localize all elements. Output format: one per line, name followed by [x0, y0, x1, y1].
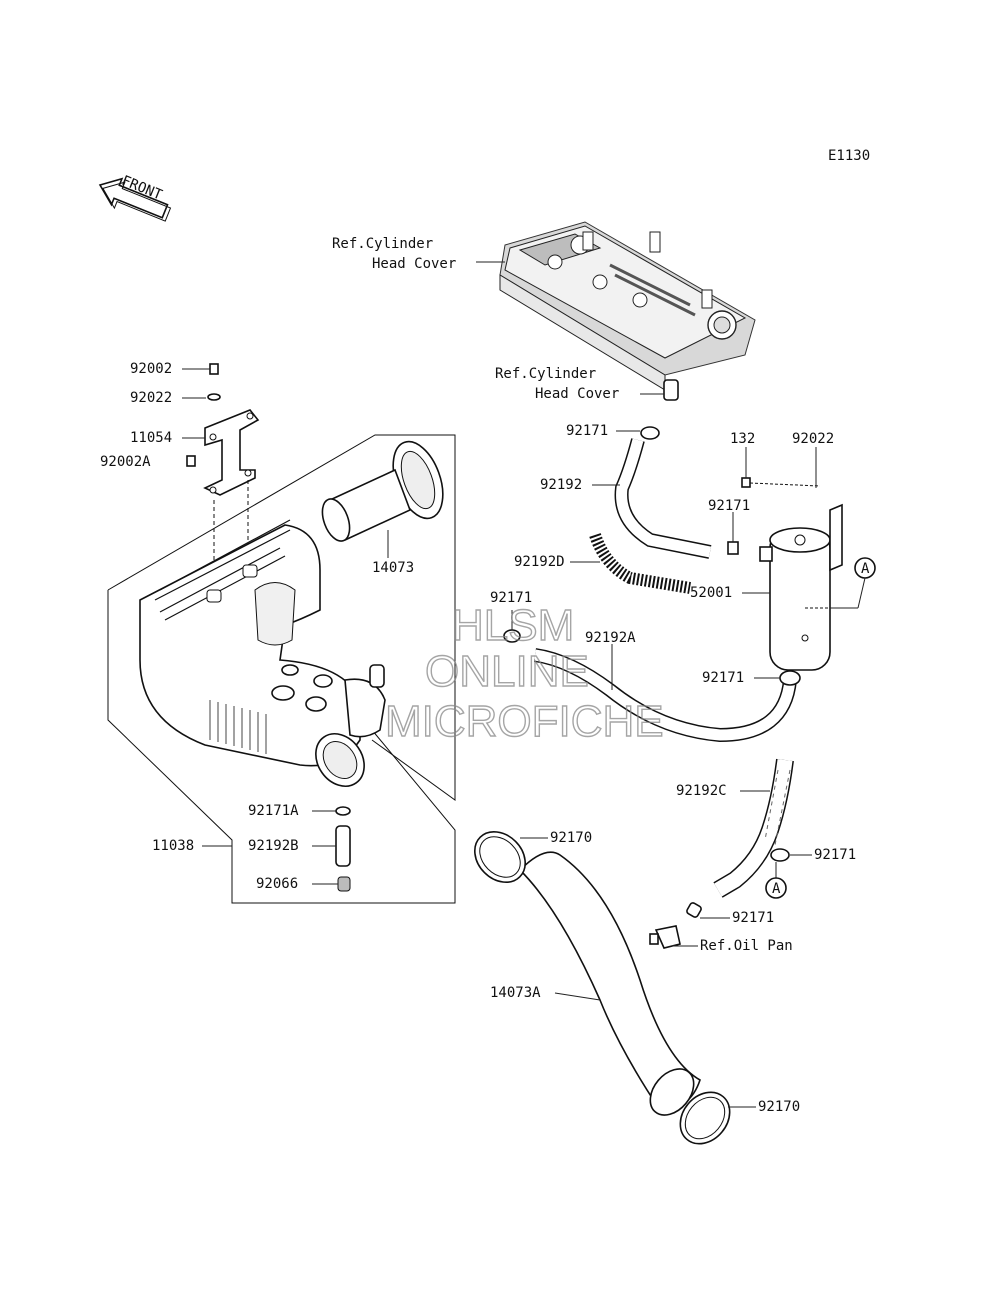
watermark-line-1: HLSM — [452, 601, 574, 650]
hose-92192 — [614, 438, 712, 559]
pn-52001: 52001 — [690, 585, 732, 601]
pn-11054: 11054 — [130, 430, 172, 446]
ref-cyl-head-2-line1: Ref.Cylinder — [495, 366, 596, 382]
hose-92192D — [589, 532, 691, 594]
hose-92192A — [533, 648, 797, 743]
clamp-92171-right — [779, 670, 801, 686]
pn-92192D: 92192D — [514, 554, 565, 570]
watermark-line-3: MICROFICHE — [385, 697, 664, 746]
assembly-box — [107, 434, 456, 904]
pn-92171-bottom: 92171 — [732, 910, 774, 926]
pn-92192C: 92192C — [676, 783, 727, 799]
cylinder-head-cover — [499, 221, 756, 391]
front-arrow-icon — [98, 177, 172, 222]
pn-92170-top: 92170 — [550, 830, 592, 846]
bolt-92002 — [209, 363, 219, 375]
pn-92022-right: 92022 — [792, 431, 834, 447]
hose-92192B — [335, 825, 351, 867]
pn-92002: 92002 — [130, 361, 172, 377]
pn-132: 132 — [730, 431, 755, 447]
clamp-92171-lower — [770, 848, 790, 862]
clamp-92171A — [335, 806, 351, 816]
pn-92171-top: 92171 — [566, 423, 608, 439]
bolt-92002A — [186, 455, 196, 467]
clamp-92170-bottom — [679, 1091, 731, 1145]
pn-92022-left: 92022 — [130, 390, 172, 406]
ref-cyl-head-1-line2: Head Cover — [372, 256, 456, 272]
washer-92022-left — [207, 393, 221, 401]
air-box-housing-11038 — [139, 519, 386, 787]
pn-92171-lower: 92171 — [814, 847, 856, 863]
pn-92171A: 92171A — [248, 803, 299, 819]
marker-a-bottom-label: A — [772, 881, 781, 897]
plug-92066 — [337, 876, 351, 892]
pn-92171-right: 92171 — [702, 670, 744, 686]
clamp-92171-bottom — [686, 902, 702, 918]
pn-92171-mid: 92171 — [708, 498, 750, 514]
duct-14073 — [321, 440, 444, 542]
pn-92171-center: 92171 — [490, 590, 532, 606]
watermark: HLSM ONLINE MICROFICHE — [384, 600, 664, 746]
pn-14073: 14073 — [372, 560, 414, 576]
ref-cyl-head-2-line2: Head Cover — [535, 386, 619, 402]
duct-14073A — [518, 851, 701, 1116]
pn-92192B: 92192B — [248, 838, 299, 854]
ref-cyl-head-1-line1: Ref.Cylinder — [332, 236, 433, 252]
bracket-11054 — [203, 409, 260, 496]
head-cover-fitting — [640, 379, 679, 401]
pn-92066: 92066 — [256, 876, 298, 892]
marker-a-top-label: A — [861, 561, 870, 577]
bolt-132 — [741, 477, 821, 488]
clamp-92171-top — [640, 426, 660, 440]
pn-92170-bottom: 92170 — [758, 1099, 800, 1115]
pn-14073A: 14073A — [490, 985, 541, 1001]
clamp-92170-top — [474, 831, 526, 883]
watermark-line-2: ONLINE — [425, 647, 589, 696]
marker-a-top — [830, 557, 876, 609]
marker-a-bottom — [765, 862, 787, 899]
diagram-code: E1130 — [828, 148, 870, 164]
pn-92192A: 92192A — [585, 630, 636, 646]
pn-92192: 92192 — [540, 477, 582, 493]
clamp-92171-mid — [727, 541, 739, 555]
ref-oil-pan: Ref.Oil Pan — [700, 938, 793, 954]
hose-92192C — [713, 758, 794, 898]
pn-92002A: 92002A — [100, 454, 151, 470]
oil-pan-fitting — [649, 925, 681, 949]
separator-tank-52001 — [759, 503, 843, 671]
pn-11038: 11038 — [152, 838, 194, 854]
